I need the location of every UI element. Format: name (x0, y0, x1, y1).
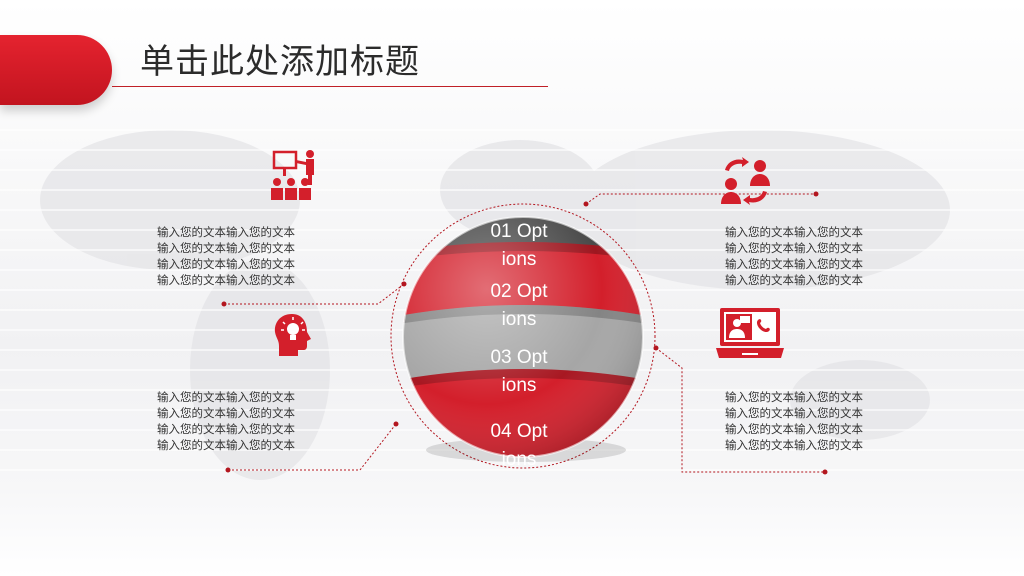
text-line: 输入您的文本输入您的文本 (725, 406, 863, 420)
option-01-label: 01 Options (490, 221, 548, 270)
user-exchange-icon (721, 157, 770, 205)
text-line: 输入您的文本输入您的文本 (157, 438, 295, 452)
text-block-top-left[interactable]: 输入您的文本输入您的文本 输入您的文本输入您的文本 输入您的文本输入您的文本 输… (157, 224, 295, 288)
option-02-label: 02 Options (490, 281, 548, 330)
text-line: 输入您的文本输入您的文本 (157, 225, 295, 239)
text-block-mid-right[interactable]: 输入您的文本输入您的文本 输入您的文本输入您的文本 输入您的文本输入您的文本 输… (725, 389, 863, 453)
title-underline (112, 86, 548, 87)
text-line: 输入您的文本输入您的文本 (725, 273, 863, 287)
text-block-top-right[interactable]: 输入您的文本输入您的文本 输入您的文本输入您的文本 输入您的文本输入您的文本 输… (725, 224, 863, 288)
text-block-mid-left[interactable]: 输入您的文本输入您的文本 输入您的文本输入您的文本 输入您的文本输入您的文本 输… (157, 389, 295, 453)
title-accent-tab (0, 35, 112, 105)
text-line: 输入您的文本输入您的文本 (157, 273, 295, 287)
text-line: 输入您的文本输入您的文本 (725, 390, 863, 404)
text-line: 输入您的文本输入您的文本 (157, 390, 295, 404)
presentation-icon (271, 150, 314, 200)
text-line: 输入您的文本输入您的文本 (725, 241, 863, 255)
text-line: 输入您的文本输入您的文本 (725, 257, 863, 271)
text-line: 输入您的文本输入您的文本 (725, 438, 863, 452)
text-line: 输入您的文本输入您的文本 (725, 422, 863, 436)
text-line: 输入您的文本输入您的文本 (157, 406, 295, 420)
laptop-video-call-icon (716, 308, 784, 358)
text-line: 输入您的文本输入您的文本 (157, 422, 295, 436)
idea-head-icon (274, 314, 311, 356)
text-line: 输入您的文本输入您的文本 (157, 257, 295, 271)
options-sphere (402, 216, 644, 462)
option-04-label: 04 Options (490, 421, 548, 470)
text-line: 输入您的文本输入您的文本 (157, 241, 295, 255)
option-03-label: 03 Options (490, 347, 548, 396)
text-line: 输入您的文本输入您的文本 (725, 225, 863, 239)
page-title[interactable]: 单击此处添加标题 (140, 42, 420, 82)
